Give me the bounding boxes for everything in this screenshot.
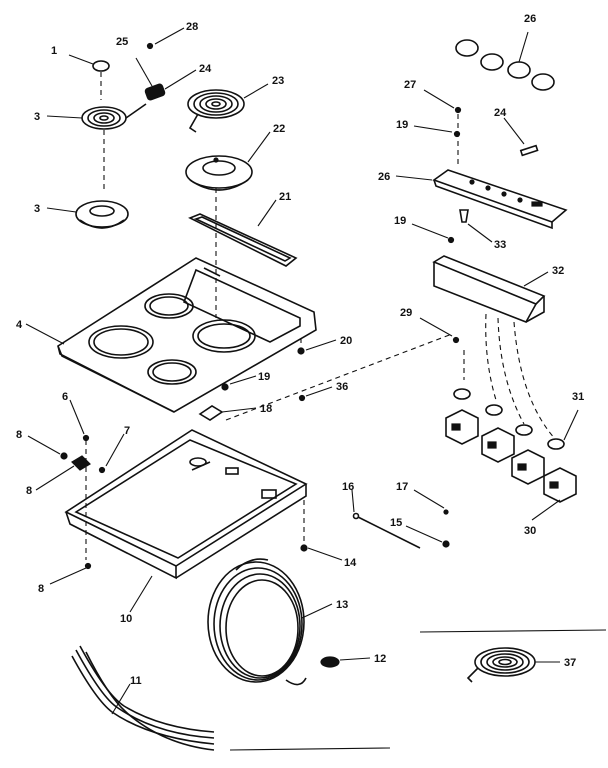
callout-3-lower: 3 <box>34 203 40 215</box>
small-drip-bowl <box>46 200 129 229</box>
clip-15 <box>405 525 450 548</box>
bracket-18 <box>198 405 257 421</box>
callout-21: 21 <box>279 191 291 203</box>
callout-28: 28 <box>186 21 198 33</box>
knobs-26 <box>455 31 555 91</box>
callout-15: 15 <box>390 517 402 529</box>
infinite-switches-30 <box>445 388 577 521</box>
screw-7 <box>98 433 125 474</box>
block-8 <box>35 455 91 491</box>
screw-27 <box>423 89 462 114</box>
callout-19-upper: 19 <box>396 119 408 131</box>
screw-36 <box>298 386 333 402</box>
callout-8-upper: 8 <box>16 429 22 441</box>
callout-6: 6 <box>62 391 68 403</box>
clip-part <box>146 27 185 50</box>
callout-11: 11 <box>130 675 142 687</box>
callout-27: 27 <box>404 79 416 91</box>
callout-24-right: 24 <box>494 107 507 119</box>
callout-23: 23 <box>272 75 284 87</box>
screw-19-upper <box>413 125 461 138</box>
terminal-12 <box>320 656 371 668</box>
callout-36: 36 <box>336 381 348 393</box>
callout-29: 29 <box>400 307 412 319</box>
callout-19-center: 19 <box>258 371 270 383</box>
lens-24 <box>503 117 539 157</box>
callout-8-lower: 8 <box>38 583 44 595</box>
callout-4: 4 <box>16 319 23 331</box>
callout-26: 26 <box>524 13 536 25</box>
callout-37: 37 <box>564 657 576 669</box>
callout-33: 33 <box>494 239 506 251</box>
screw-8-upper <box>27 435 68 460</box>
callout-13: 13 <box>336 599 348 611</box>
callout-32: 32 <box>552 265 564 277</box>
wiring-harness-11 <box>71 645 215 751</box>
callout-24-left: 24 <box>199 63 212 75</box>
callout-25: 25 <box>116 36 128 48</box>
callout-16: 16 <box>342 481 354 493</box>
knob-cap-part <box>68 54 110 72</box>
callout-12: 12 <box>374 653 386 665</box>
receptacle-part <box>135 57 197 101</box>
surface-element-37 <box>466 647 560 683</box>
callout-25-right: 26 <box>378 171 390 183</box>
callout-14: 14 <box>344 557 357 569</box>
callout-1: 1 <box>51 45 57 57</box>
screw-19-mid <box>411 223 455 244</box>
screw-14 <box>300 544 343 561</box>
callout-17: 17 <box>396 481 408 493</box>
callout-20: 20 <box>340 335 352 347</box>
callout-8-mid: 8 <box>26 485 32 497</box>
screw-33 <box>459 209 493 243</box>
control-panel-25 <box>395 169 568 230</box>
callout-30: 30 <box>524 525 536 537</box>
bracket-32 <box>432 255 549 323</box>
wiring-harness-13 <box>207 558 333 686</box>
callout-7: 7 <box>124 425 130 437</box>
main-top <box>25 257 317 413</box>
screw-8-lower <box>49 562 92 585</box>
large-surface-element <box>187 83 269 133</box>
callout-31: 31 <box>572 391 584 403</box>
screw-20 <box>297 339 337 355</box>
screw-17 <box>413 489 449 515</box>
wire-lead-16 <box>351 489 421 549</box>
screw-19 <box>221 375 257 391</box>
screw-6 <box>69 399 90 442</box>
callout-3-upper: 3 <box>34 111 40 123</box>
callout-22: 22 <box>273 123 285 135</box>
callout-10: 10 <box>120 613 132 625</box>
callout-18: 18 <box>260 403 272 415</box>
small-surface-element <box>46 103 147 130</box>
screw-29 <box>419 317 460 344</box>
large-drip-bowl <box>185 131 271 191</box>
callout-19-mid: 19 <box>394 215 406 227</box>
bottom-pan <box>64 429 308 580</box>
gasket <box>188 199 298 267</box>
